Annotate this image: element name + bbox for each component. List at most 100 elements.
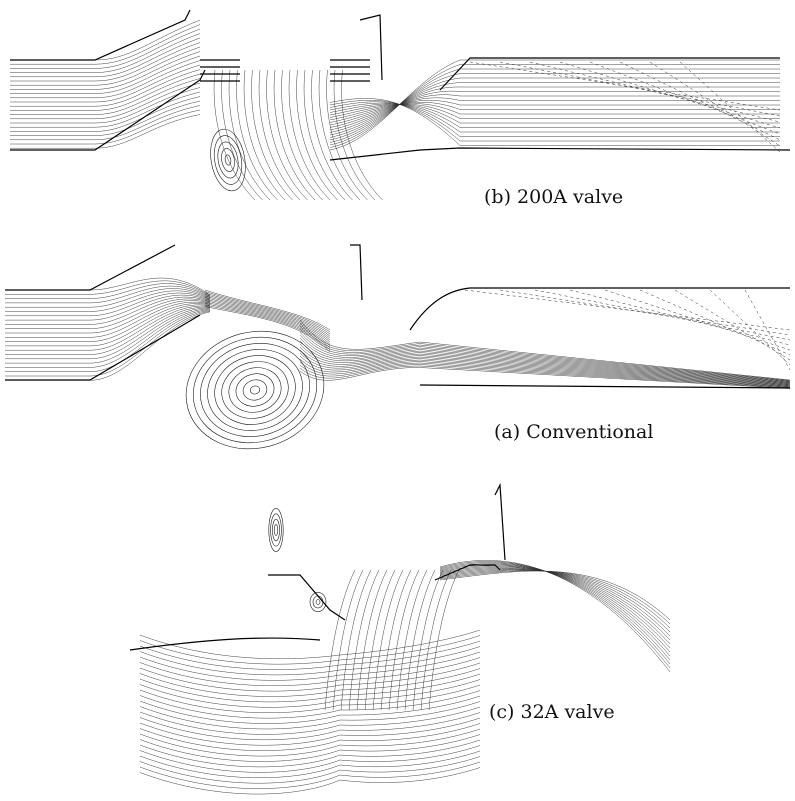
- pipe-wall: [440, 58, 780, 90]
- panel-200a-valve: (b) 200A valve: [0, 0, 795, 225]
- valve-wall: [495, 485, 505, 560]
- recirculation-line: [650, 62, 780, 146]
- vortex-ring: [207, 347, 303, 434]
- inlet-streamline: [10, 61, 200, 98]
- outlet-streamline: [440, 570, 670, 632]
- inlet-streamline: [10, 70, 200, 107]
- inlet-streamline: [5, 308, 210, 359]
- pipe-wall: [410, 288, 790, 330]
- streamline-plot-32a: [0, 470, 795, 801]
- recirculation-line: [560, 62, 780, 128]
- vortex-ring: [272, 519, 279, 541]
- inlet-streamline: [140, 768, 480, 795]
- inlet-streamline: [140, 762, 480, 789]
- throat-streamline: [205, 290, 330, 330]
- chamber-streamline: [413, 570, 443, 710]
- inlet-streamline: [10, 56, 200, 94]
- inlet-streamline: [140, 663, 480, 691]
- pipe-wall: [330, 148, 790, 160]
- pipe-wall: [5, 315, 200, 380]
- streamline-plot-200a: [0, 0, 795, 225]
- inlet-streamline: [10, 43, 200, 82]
- vortex-ring: [316, 600, 320, 605]
- chamber-streamline: [325, 570, 355, 710]
- inlet-streamline: [5, 309, 210, 364]
- pipe-wall: [10, 10, 190, 60]
- valve-wall: [268, 575, 345, 620]
- recirculation-line: [530, 62, 780, 122]
- pipe-wall: [130, 638, 320, 650]
- inlet-streamline: [140, 674, 480, 702]
- vortex-ring: [313, 596, 323, 608]
- vortex-ring: [211, 133, 246, 186]
- recirculation-line: [500, 62, 780, 116]
- vortex-ring: [274, 525, 278, 536]
- outlet-streamline: [440, 571, 670, 624]
- recirculation-line: [745, 290, 790, 370]
- inlet-streamline: [5, 291, 210, 312]
- inlet-streamline: [5, 301, 210, 333]
- chamber-streamline: [397, 570, 427, 710]
- chamber-streamline: [373, 570, 403, 710]
- vortex-ring: [220, 147, 236, 172]
- inlet-streamline: [5, 289, 210, 308]
- vortex-ring: [232, 370, 277, 411]
- vortex-ring: [215, 354, 294, 425]
- throat-streamline: [205, 292, 330, 333]
- recirculation-line: [465, 290, 790, 330]
- inlet-streamline: [10, 74, 200, 110]
- outlet-streamline: [440, 560, 670, 672]
- vortex-ring: [215, 140, 241, 179]
- outlet-streamline: [440, 565, 670, 656]
- pipe-wall: [360, 15, 382, 80]
- outlet-streamline: [440, 566, 670, 648]
- outlet-streamline: [300, 366, 790, 388]
- outlet-streamline: [440, 565, 670, 652]
- inlet-streamline: [10, 106, 200, 140]
- outlet-streamline: [330, 104, 780, 128]
- recirculation-line: [675, 290, 790, 360]
- recirculation-line: [640, 290, 790, 355]
- panel-32a-valve: (c) 32A valve: [0, 470, 795, 801]
- outlet-streamline: [440, 571, 670, 620]
- inlet-streamline: [10, 65, 200, 102]
- recirculation-line: [710, 290, 790, 365]
- inlet-streamline: [140, 680, 480, 708]
- caption-32a-valve: (c) 32A valve: [489, 701, 615, 723]
- outlet-streamline: [330, 95, 780, 130]
- outlet-streamline: [440, 562, 670, 664]
- streamline-plot-conventional: [0, 230, 795, 470]
- outlet-streamline: [300, 326, 790, 381]
- outlet-streamline: [330, 78, 780, 140]
- recirculation-line: [570, 290, 790, 345]
- throat-streamline: [205, 302, 330, 346]
- recirculation-line: [500, 290, 790, 335]
- caption-conventional: (a) Conventional: [494, 421, 653, 443]
- chamber-streamline: [381, 570, 411, 710]
- inlet-streamline: [5, 305, 210, 346]
- vortex-ring: [241, 377, 269, 403]
- caption-200a-valve: (b) 200A valve: [484, 186, 623, 208]
- vortex-ring: [224, 154, 231, 165]
- panel-conventional: (a) Conventional: [0, 230, 795, 470]
- inlet-streamline: [10, 47, 200, 85]
- chamber-streamline: [421, 570, 451, 710]
- outlet-streamline: [300, 323, 790, 381]
- inlet-streamline: [140, 669, 480, 697]
- outlet-streamline: [330, 83, 780, 138]
- pipe-wall: [350, 245, 362, 300]
- chamber-streamline: [333, 570, 363, 710]
- vortex-ring: [198, 339, 311, 441]
- pipe-wall: [10, 70, 205, 150]
- outlet-streamline: [440, 570, 670, 628]
- chamber-streamline: [405, 570, 435, 710]
- inlet-streamline: [10, 52, 200, 90]
- recirculation-line: [605, 290, 790, 350]
- inlet-streamline: [5, 306, 210, 350]
- chamber-streamline: [365, 570, 395, 710]
- vortex-ring: [269, 508, 283, 551]
- recirculation-line: [680, 62, 780, 152]
- outlet-streamline: [330, 91, 780, 132]
- pipe-wall: [5, 245, 175, 290]
- vortex-ring: [190, 331, 320, 448]
